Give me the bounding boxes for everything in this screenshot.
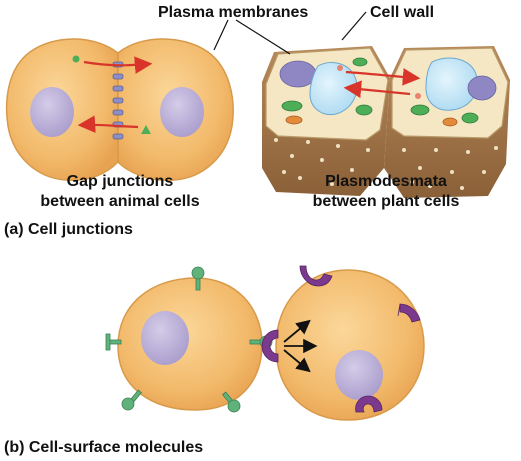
- chloroplast-icon: [281, 100, 303, 112]
- receptor-icon: [397, 303, 421, 323]
- target-cell-nucleus: [335, 350, 383, 400]
- section-title-a: (a) Cell junctions: [4, 221, 133, 238]
- small-molecule-dot: [415, 93, 421, 99]
- wall-pores: [274, 138, 498, 190]
- signaling-cell-nucleus: [141, 311, 189, 365]
- label-plasmodesmata: Plasmodesmata: [325, 173, 447, 190]
- signal-arrow-icon: [77, 115, 139, 133]
- signal-arrow-icon: [283, 319, 311, 343]
- chloroplast-icon: [461, 112, 479, 124]
- vacuole-left: [309, 62, 358, 116]
- leader-plasma-membranes-plant: [235, 19, 291, 55]
- target-cell: [275, 269, 425, 421]
- mitochondrion-icon: [285, 115, 303, 125]
- receptor-icon: [299, 265, 333, 287]
- mitochondrion-icon: [442, 117, 458, 127]
- leader-cell-wall: [341, 11, 367, 41]
- animal-nucleus-right: [160, 87, 204, 137]
- label-gap-junctions-sub: between animal cells: [40, 193, 199, 210]
- section-title-b: (b) Cell-surface molecules: [4, 439, 203, 456]
- ligand-icon: [222, 391, 241, 413]
- vacuole-right: [425, 57, 478, 111]
- ligand-icon: [105, 333, 122, 351]
- label-gap-junctions: Gap junctions: [67, 173, 174, 190]
- chloroplast-icon: [355, 104, 373, 116]
- signal-arrow-icon: [83, 56, 153, 74]
- plant-cells-plasmodesmata: [262, 46, 510, 198]
- ligand-icon: [121, 389, 142, 411]
- small-molecule-dot: [72, 55, 80, 63]
- plant-nucleus-right: [467, 75, 497, 101]
- chloroplast-icon: [352, 57, 368, 67]
- cell-surface-molecules: [105, 265, 425, 421]
- leader-plasma-membranes-animal: [213, 19, 229, 51]
- plant-nucleus-left: [279, 60, 317, 88]
- signaling-cell: [117, 277, 263, 411]
- label-cell-wall: Cell wall: [370, 4, 434, 21]
- small-molecule-dot: [337, 65, 343, 71]
- signal-arrow-icon: [343, 80, 411, 98]
- label-plasmodesmata-sub: between plant cells: [313, 193, 460, 210]
- receptor-icon: [261, 329, 279, 363]
- animal-nucleus-left: [30, 87, 74, 137]
- signal-arrow-icon: [283, 349, 311, 373]
- small-molecule-triangle: [141, 125, 151, 134]
- chloroplast-icon: [410, 104, 430, 116]
- ligand-icon: [191, 266, 205, 291]
- label-plasma-membranes: Plasma membranes: [158, 4, 308, 21]
- animal-cells-gap-junctions: [5, 38, 234, 181]
- signal-arrow-icon: [345, 68, 421, 86]
- receptor-icon: [355, 395, 383, 413]
